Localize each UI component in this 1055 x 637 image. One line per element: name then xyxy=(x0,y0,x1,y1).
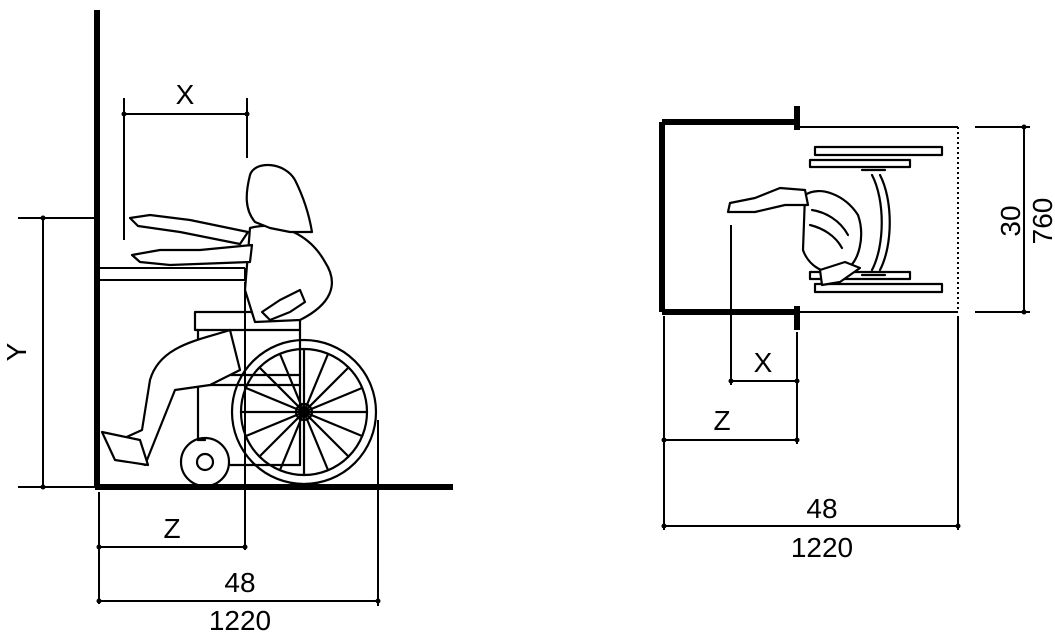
clear-floor-space xyxy=(800,126,959,313)
width-dimension-plan: 48 1220 xyxy=(661,316,961,563)
overall-dimension-side: 48 1220 xyxy=(96,420,381,636)
x-label-side: X xyxy=(176,79,195,110)
dim-1220-plan: 1220 xyxy=(791,532,853,563)
side-elevation-view: X Y Z 48 1220 xyxy=(1,10,453,636)
x-dimension-plan: X xyxy=(728,225,800,444)
dim-30-plan: 30 xyxy=(995,205,1026,236)
depth-dimension-plan: 30 760 xyxy=(975,124,1055,315)
plan-view: 30 760 X Z 48 1220 xyxy=(659,106,1055,563)
z-dimension-side: Z xyxy=(96,282,248,604)
z-label-plan: Z xyxy=(713,405,730,436)
dim-760-plan: 760 xyxy=(1027,198,1055,245)
x-dimension-side: X xyxy=(121,79,250,240)
z-label-side: Z xyxy=(163,513,180,544)
y-label-side: Y xyxy=(1,342,32,361)
y-dimension-side: Y xyxy=(1,215,95,490)
wheelchair-user-plan-figure xyxy=(726,145,944,294)
dim-1220-side: 1220 xyxy=(209,605,271,636)
dim-48-side: 48 xyxy=(224,567,255,598)
z-dimension-plan: Z xyxy=(661,316,800,530)
dim-48-plan: 48 xyxy=(806,493,837,524)
counter-shelf xyxy=(100,267,246,281)
wheelchair-user-side-figure xyxy=(100,163,378,488)
x-label-plan: X xyxy=(754,347,773,378)
